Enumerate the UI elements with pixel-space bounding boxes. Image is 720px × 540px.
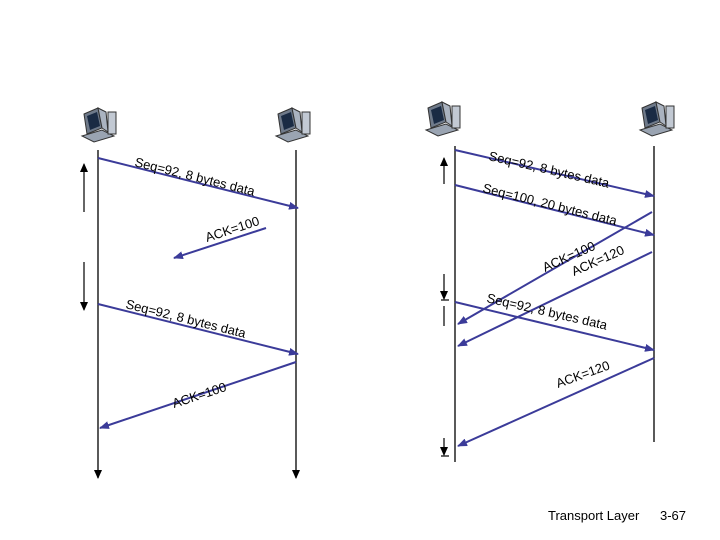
- ack-arrow: [457, 357, 655, 447]
- ack-label: ACK=100: [203, 213, 261, 245]
- segment-label: Seq=92, 8 bytes data: [487, 148, 611, 191]
- lost-ack-arrow: [173, 227, 267, 260]
- segment-label: Seq=92, 8 bytes data: [133, 154, 257, 199]
- footer-page-number: 3-67: [660, 508, 687, 523]
- host-computer-icon: [275, 107, 311, 143]
- segment-arrow: [454, 184, 655, 237]
- segment-label: Seq=92, 8 bytes data: [124, 296, 248, 341]
- left-scenario: Seq=92, 8 bytes data ACK=100 Seq=92, 8 b…: [80, 107, 311, 479]
- ack-label: ACK=100: [170, 379, 228, 411]
- segment-arrow: [97, 157, 299, 210]
- host-computer-icon: [639, 101, 675, 137]
- footer-course-title: Transport Layer: [548, 508, 640, 523]
- retransmit-arrow: [97, 303, 299, 356]
- ack-label: ACK=120: [554, 358, 612, 391]
- segment-label: Seq=92, 8 bytes data: [485, 290, 609, 333]
- right-scenario: Seq=92, 8 bytes data Seq=100, 20 bytes d…: [425, 101, 675, 462]
- segment-arrow: [454, 149, 655, 198]
- ack-arrow: [457, 211, 653, 325]
- host-computer-icon: [81, 107, 117, 143]
- host-computer-icon: [425, 101, 461, 137]
- ack-arrow: [99, 361, 297, 429]
- retransmit-arrow: [454, 301, 655, 352]
- ack-arrow: [457, 251, 653, 347]
